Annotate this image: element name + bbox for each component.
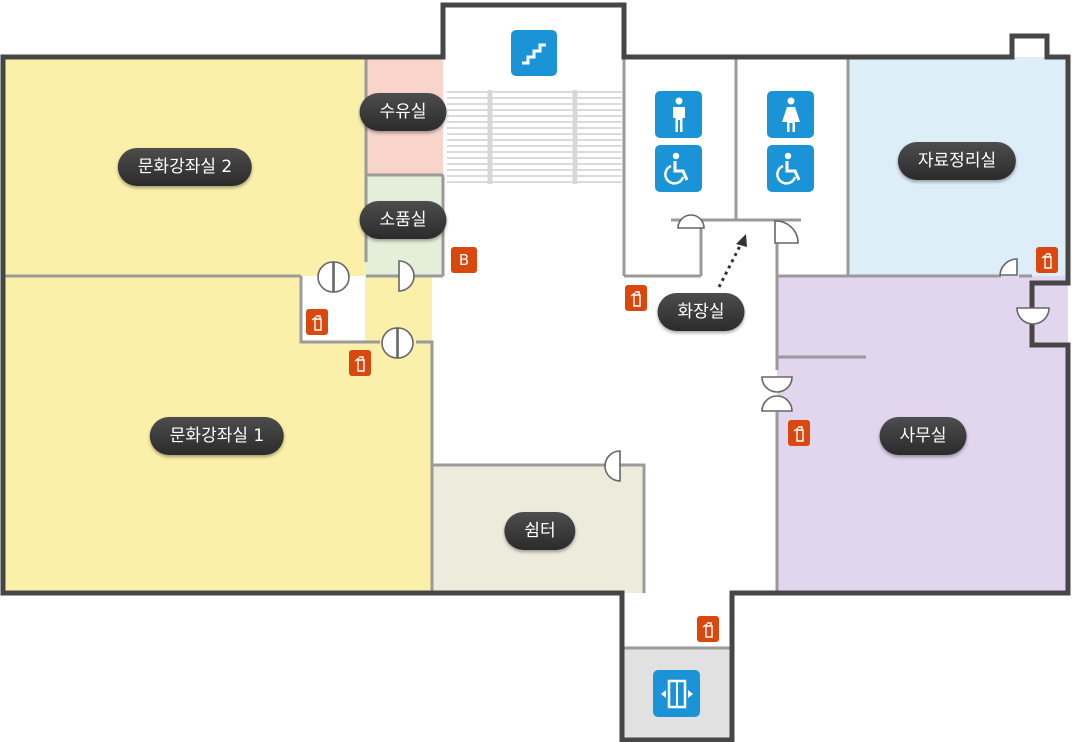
label-restroom[interactable]: 화장실 [657, 293, 745, 331]
fire-extinguisher-icon [1036, 247, 1058, 273]
arrow-head [736, 234, 747, 247]
label-shelter[interactable]: 쉼터 [504, 512, 576, 550]
doors [317, 214, 1050, 482]
staircase [447, 90, 622, 184]
fire-extinguisher-icon [349, 350, 371, 376]
fire-extinguisher-icon [697, 616, 719, 642]
label-nursing-room[interactable]: 수유실 [359, 93, 447, 131]
door-office-top[interactable] [761, 376, 793, 393]
fire-extinguisher-icon [625, 285, 647, 311]
restroom-direction-arrow [717, 241, 744, 288]
label-storage-room[interactable]: 소품실 [359, 201, 447, 239]
elevator-glyph [660, 679, 693, 708]
wheelchair-icon[interactable] [655, 145, 702, 192]
wheelchair-glyph [775, 152, 800, 185]
door-archive-room[interactable] [999, 258, 1018, 276]
door-culture-room-1[interactable] [381, 327, 398, 359]
basement-badge: B [451, 247, 477, 273]
label-culture-room-2[interactable]: 문화강좌실 2 [117, 148, 253, 186]
stairs-glyph [522, 43, 546, 65]
fire-extinguisher-icon [788, 420, 810, 446]
door-male-restroom[interactable] [677, 214, 705, 229]
door-culture-room-2-right[interactable] [333, 261, 350, 293]
door-office-right[interactable] [1016, 307, 1050, 325]
female-restroom-icon[interactable] [767, 91, 814, 138]
door-female-restroom[interactable] [774, 220, 799, 244]
door-office-bottom[interactable] [761, 395, 793, 412]
label-culture-room-1[interactable]: 문화강좌실 1 [149, 417, 285, 455]
door-storage-room[interactable] [398, 260, 415, 292]
wheelchair-icon[interactable] [767, 145, 814, 192]
fire-extinguisher-icon [306, 309, 328, 335]
door-shelter[interactable] [604, 450, 621, 482]
male-glyph [672, 97, 685, 132]
label-office[interactable]: 사무실 [879, 417, 967, 455]
wheelchair-glyph [663, 152, 688, 185]
elevator-icon[interactable] [653, 670, 700, 717]
female-glyph [781, 97, 800, 132]
male-restroom-icon[interactable] [655, 91, 702, 138]
door-culture-room-2[interactable] [317, 261, 334, 293]
stairs-icon[interactable] [511, 30, 557, 76]
label-archive-room[interactable]: 자료정리실 [897, 142, 1017, 180]
door-culture-room-1-right[interactable] [397, 327, 414, 359]
